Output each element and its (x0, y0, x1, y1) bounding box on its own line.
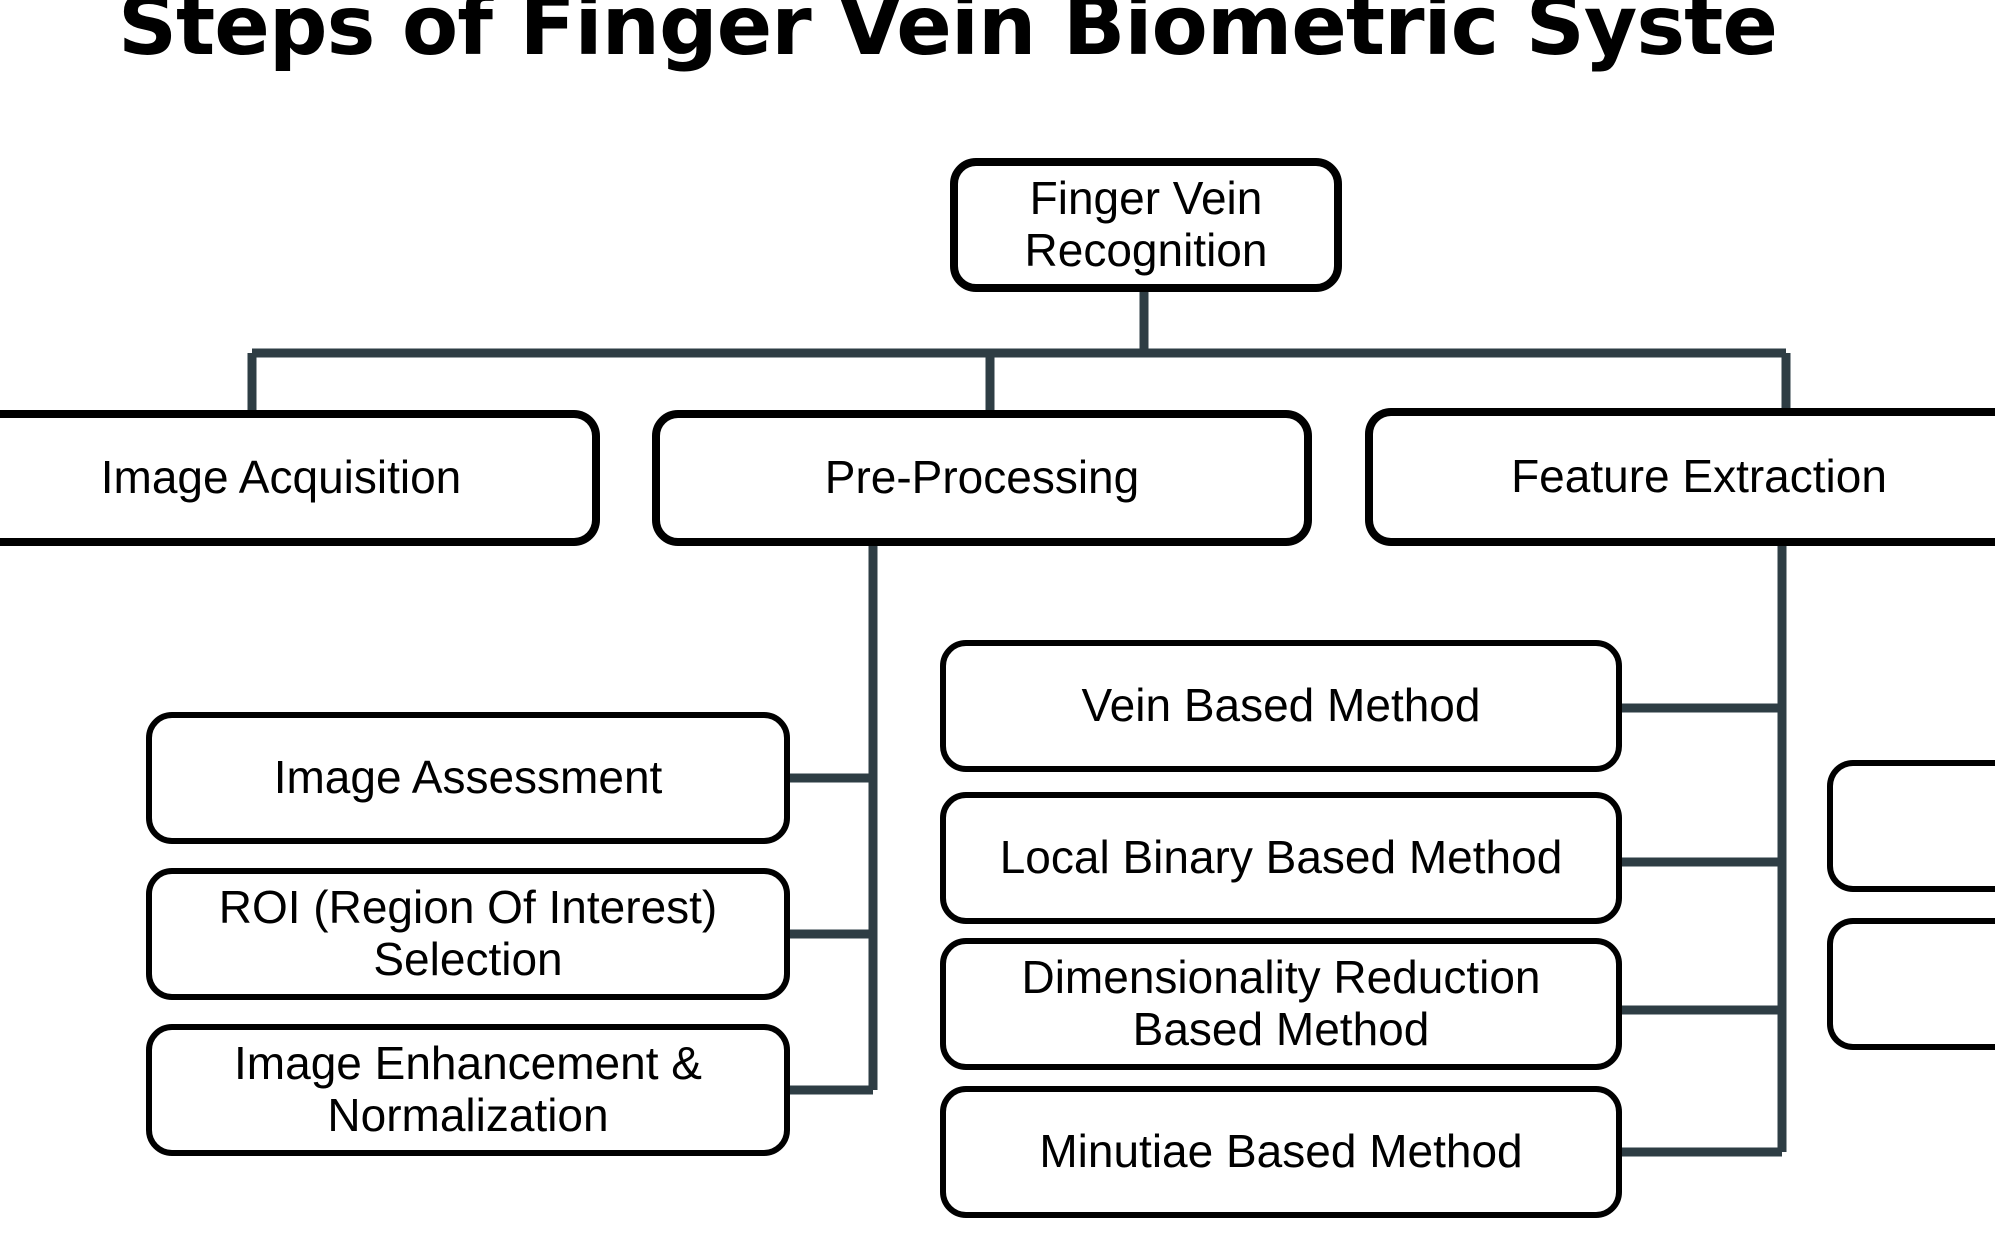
node-roi-selection[interactable]: ROI (Region Of Interest) Selection (146, 868, 790, 1000)
node-label: Image Assessment (273, 751, 663, 804)
node-label: Pre-Processing (824, 451, 1140, 504)
node-label: Finger Vein Recognition (1024, 172, 1268, 276)
node-label: D (1847, 800, 1995, 852)
node-label: ROI (Region Of Interest) Selection (218, 881, 718, 985)
node-dimensionality-reduction-based-method[interactable]: Dimensionality Reduction Based Method (940, 938, 1622, 1070)
node-minutiae-based-method[interactable]: Minutiae Based Method (940, 1086, 1622, 1218)
page-title: Steps of Finger Vein Biometric Syste (118, 0, 1778, 74)
node-feature-extraction[interactable]: Feature Extraction (1365, 408, 1995, 546)
node-image-enhancement-normalization[interactable]: Image Enhancement & Normalization (146, 1024, 790, 1156)
node-label: Image Acquisition (100, 451, 462, 504)
node-vein-based-method[interactable]: Vein Based Method (940, 640, 1622, 772)
node-right-partial-2[interactable]: C (1827, 918, 1995, 1050)
node-right-partial-1[interactable]: D (1827, 760, 1995, 892)
node-pre-processing[interactable]: Pre-Processing (652, 410, 1312, 546)
node-image-acquisition[interactable]: Image Acquisition (0, 410, 600, 546)
node-label: C (1847, 958, 1995, 1010)
node-image-assessment[interactable]: Image Assessment (146, 712, 790, 844)
node-label: Vein Based Method (1081, 679, 1481, 732)
node-finger-vein-recognition[interactable]: Finger Vein Recognition (950, 158, 1342, 292)
node-label: Feature Extraction (1511, 450, 1887, 503)
node-local-binary-based-method[interactable]: Local Binary Based Method (940, 792, 1622, 924)
node-label: Minutiae Based Method (1039, 1125, 1523, 1178)
node-label: Image Enhancement & Normalization (234, 1037, 702, 1141)
node-label: Local Binary Based Method (999, 831, 1563, 884)
node-label: Dimensionality Reduction Based Method (1021, 951, 1541, 1055)
